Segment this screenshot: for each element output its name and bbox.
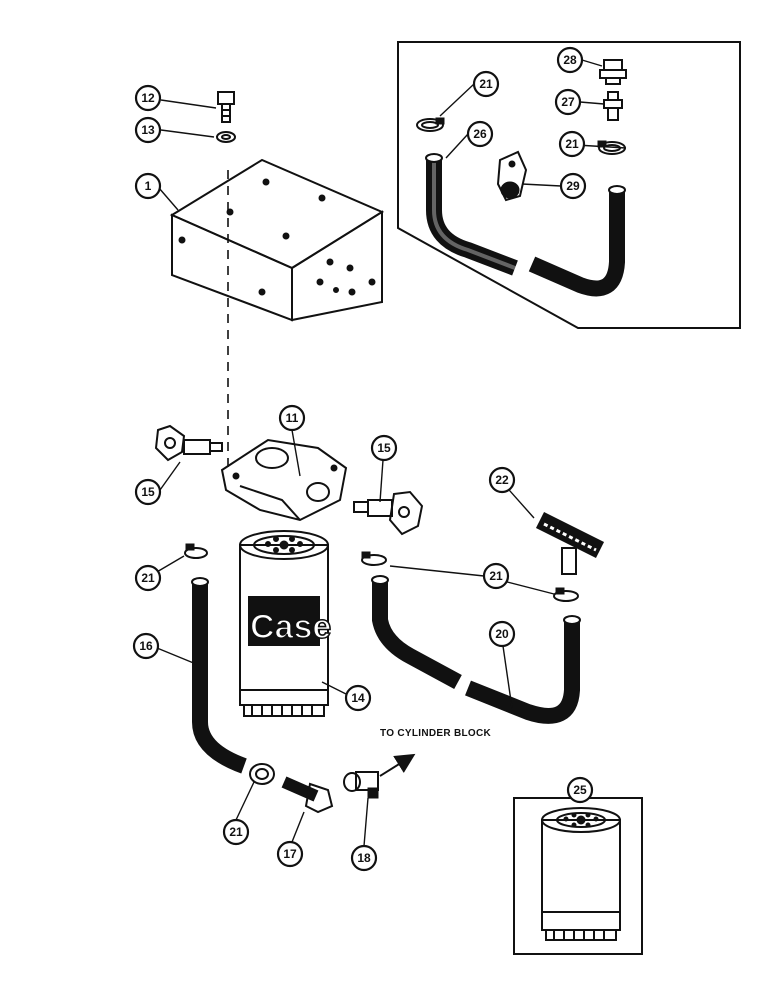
part-29-hose-clip xyxy=(496,150,528,202)
filter-brand-text: Case xyxy=(250,608,331,646)
svg-text:14: 14 xyxy=(351,691,365,705)
callout-12: 12 xyxy=(134,84,162,112)
part-21-clamp-center xyxy=(361,551,387,566)
part-15-bleed-screw-right xyxy=(353,490,424,536)
svg-text:29: 29 xyxy=(566,179,580,193)
svg-text:16: 16 xyxy=(139,639,153,653)
callout-16: 16 xyxy=(132,632,160,660)
svg-text:20: 20 xyxy=(495,627,509,641)
callout-15-left: 15 xyxy=(134,478,162,506)
part-26-hose xyxy=(425,153,518,276)
callout-22: 22 xyxy=(488,466,516,494)
part-26-hose-right xyxy=(528,185,626,297)
callout-25: 25 xyxy=(566,776,594,804)
part-14-fuel-filter: Case xyxy=(239,530,332,717)
svg-text:21: 21 xyxy=(479,77,493,91)
svg-text:27: 27 xyxy=(561,95,575,109)
callout-21-center: 21 xyxy=(482,562,510,590)
svg-text:11: 11 xyxy=(286,411,299,425)
leader-lines xyxy=(149,59,627,847)
svg-text:18: 18 xyxy=(357,851,371,865)
part-1-bracket xyxy=(169,158,385,322)
svg-text:28: 28 xyxy=(563,53,577,67)
callout-14: 14 xyxy=(344,684,372,712)
callout-13: 13 xyxy=(134,116,162,144)
callout-21-bottom: 21 xyxy=(222,818,250,846)
part-28-adapter xyxy=(599,59,627,85)
svg-text:21: 21 xyxy=(489,569,503,583)
svg-text:21: 21 xyxy=(565,137,579,151)
callout-17: 17 xyxy=(276,840,304,868)
svg-text:15: 15 xyxy=(141,485,155,499)
callout-21-left: 21 xyxy=(134,564,162,592)
part-20-hose-left xyxy=(371,575,462,690)
callout-27: 27 xyxy=(554,88,582,116)
svg-text:25: 25 xyxy=(573,783,587,797)
part-11-filter-head xyxy=(220,438,348,522)
svg-text:17: 17 xyxy=(283,847,297,861)
part-21-clamp-left xyxy=(184,543,208,559)
part-17-elbow-fitting xyxy=(281,776,334,814)
inset-box-hose-kit xyxy=(397,41,741,329)
callout-21-inset-right: 21 xyxy=(558,130,586,158)
part-27-fitting xyxy=(603,91,623,121)
callout-11: 11 xyxy=(278,404,306,432)
svg-text:1: 1 xyxy=(145,179,152,193)
part-20-hose-right xyxy=(465,615,581,724)
part-12-bolt xyxy=(217,91,235,123)
part-21-clamp-right xyxy=(553,587,579,602)
svg-text:13: 13 xyxy=(141,123,155,137)
part-16-hose xyxy=(191,577,247,774)
to-cylinder-block-arrow: TO CYLINDER BLOCK xyxy=(379,728,492,777)
callout-21-inset-left: 21 xyxy=(472,70,500,98)
part-15-bleed-screw-left xyxy=(154,424,223,462)
callout-28: 28 xyxy=(556,46,584,74)
svg-text:22: 22 xyxy=(495,473,509,487)
svg-text:12: 12 xyxy=(141,91,155,105)
svg-text:21: 21 xyxy=(141,571,155,585)
svg-text:15: 15 xyxy=(377,441,391,455)
part-22-tee-fitting xyxy=(535,511,605,575)
inset-box-oil-filter xyxy=(513,797,643,955)
svg-text:26: 26 xyxy=(473,127,487,141)
part-21-clamp-inset-left xyxy=(416,117,445,132)
callout-26: 26 xyxy=(466,120,494,148)
part-21-nut-bottom xyxy=(249,763,275,785)
callout-20: 20 xyxy=(488,620,516,648)
callout-18: 18 xyxy=(350,844,378,872)
callout-15-right: 15 xyxy=(370,434,398,462)
part-18-fitting xyxy=(343,771,379,799)
callout-29: 29 xyxy=(559,172,587,200)
svg-text:21: 21 xyxy=(229,825,243,839)
to-cylinder-block-label: TO CYLINDER BLOCK xyxy=(380,728,492,739)
callout-1: 1 xyxy=(134,172,162,200)
part-13-lock-washer xyxy=(216,131,236,143)
